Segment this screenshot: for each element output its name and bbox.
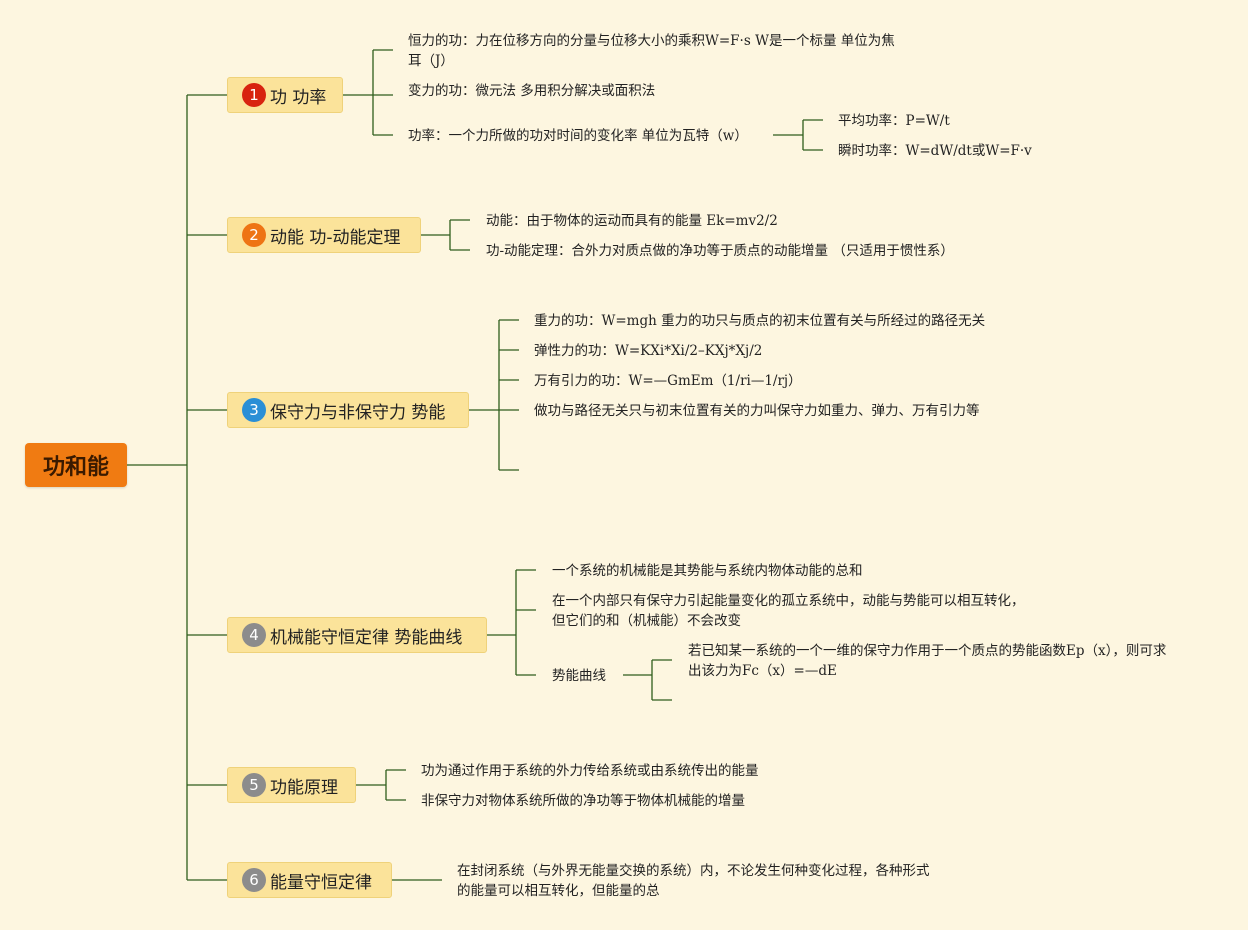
topic-kinetic-energy[interactable]: 2 动能 功-动能定理 (227, 217, 421, 253)
leaf-power[interactable]: 功率：一个力所做的功对时间的变化率 单位为瓦特（w） (408, 126, 748, 146)
leaf-conservative-force-def[interactable]: 做功与路径无关只与初末位置有关的力叫保守力如重力、弹力、万有引力等 (534, 401, 980, 421)
number-badge-4: 4 (242, 623, 266, 647)
leaf-line: 做功与路径无关只与初末位置有关的力叫保守力如重力、弹力、万有引力等 (534, 403, 980, 419)
leaf-potential-curve[interactable]: 势能曲线 (552, 666, 606, 686)
topic-conservative-force[interactable]: 3 保守力与非保守力 势能 (227, 392, 469, 428)
leaf-line: 耳（J） (408, 53, 454, 69)
leaf-line: 恒力的功：力在位移方向的分量与位移大小的乘积W=F·s W是一个标量 单位为焦 (408, 33, 895, 49)
leaf-line: 一个系统的机械能是其势能与系统内物体动能的总和 (552, 563, 863, 579)
leaf-line: 但它们的和（机械能）不会改变 (552, 613, 741, 629)
leaf-line: 瞬时功率：W=dW/dt或W=F·v (838, 143, 1032, 159)
leaf-line: 动能：由于物体的运动而具有的能量 Ek=mv2/2 (486, 213, 778, 229)
number-badge-1: 1 (242, 83, 266, 107)
topic-label: 功能原理 (270, 777, 338, 798)
leaf-line: 出该力为Fc（x）=—dE (688, 663, 837, 679)
leaf-line: 变力的功：微元法 多用积分解决或面积法 (408, 83, 656, 99)
topic-label: 机械能守恒定律 势能曲线 (270, 627, 463, 648)
number-badge-3: 3 (242, 398, 266, 422)
topic-label: 能量守恒定律 (270, 872, 372, 893)
root-node[interactable]: 功和能 (25, 443, 127, 487)
leaf-work-energy-theorem[interactable]: 功-动能定理：合外力对质点做的净功等于质点的动能增量 （只适用于惯性系） (486, 241, 954, 261)
leaf-instant-power[interactable]: 瞬时功率：W=dW/dt或W=F·v (838, 141, 1032, 161)
leaf-potential-function[interactable]: 若已知某一系统的一个一维的保守力作用于一个质点的势能函数Ep（x），则可求 出该… (688, 641, 1166, 681)
leaf-line: 功-动能定理：合外力对质点做的净功等于质点的动能增量 （只适用于惯性系） (486, 243, 954, 259)
number-badge-5: 5 (242, 773, 266, 797)
topic-label: 保守力与非保守力 势能 (270, 402, 446, 423)
leaf-elastic-work[interactable]: 弹性力的功：W=KXi*Xi/2–KXj*Xj/2 (534, 341, 762, 361)
leaf-kinetic-energy[interactable]: 动能：由于物体的运动而具有的能量 Ek=mv2/2 (486, 211, 778, 231)
leaf-line: 功为通过作用于系统的外力传给系统或由系统传出的能量 (421, 763, 759, 779)
leaf-mechanical-energy-def[interactable]: 一个系统的机械能是其势能与系统内物体动能的总和 (552, 561, 863, 581)
number-badge-6: 6 (242, 868, 266, 892)
leaf-variable-force-work[interactable]: 变力的功：微元法 多用积分解决或面积法 (408, 81, 655, 101)
leaf-nonconservative-work[interactable]: 非保守力对物体系统所做的净功等于物体机械能的增量 (421, 791, 745, 811)
leaf-universal-gravity-work[interactable]: 万有引力的功：W=—GmEm（1/ri—1/rj） (534, 371, 802, 391)
topic-energy-conservation[interactable]: 6 能量守恒定律 (227, 862, 392, 898)
leaf-line: 若已知某一系统的一个一维的保守力作用于一个质点的势能函数Ep（x），则可求 (688, 643, 1167, 659)
topic-mechanical-energy[interactable]: 4 机械能守恒定律 势能曲线 (227, 617, 487, 653)
leaf-line: 势能曲线 (552, 668, 606, 684)
leaf-line: 在封闭系统（与外界无能量交换的系统）内，不论发生何种变化过程，各种形式 (457, 863, 930, 879)
leaf-line: 非保守力对物体系统所做的净功等于物体机械能的增量 (421, 793, 745, 809)
leaf-gravity-work[interactable]: 重力的功：W=mgh 重力的功只与质点的初末位置有关与所经过的路径无关 (534, 311, 985, 331)
leaf-line: 在一个内部只有保守力引起能量变化的孤立系统中，动能与势能可以相互转化， (552, 593, 1025, 609)
leaf-line: 功率：一个力所做的功对时间的变化率 单位为瓦特（w） (408, 128, 748, 144)
leaf-line: 平均功率：P=W/t (838, 113, 950, 129)
topic-work-energy-principle[interactable]: 5 功能原理 (227, 767, 356, 803)
leaf-energy-conversion[interactable]: 在一个内部只有保守力引起能量变化的孤立系统中，动能与势能可以相互转化， 但它们的… (552, 591, 1025, 631)
topic-work-power[interactable]: 1 功 功率 (227, 77, 343, 113)
leaf-line: 万有引力的功：W=—GmEm（1/ri—1/rj） (534, 373, 802, 389)
leaf-line: 弹性力的功：W=KXi*Xi/2–KXj*Xj/2 (534, 343, 763, 359)
topic-label: 动能 功-动能定理 (270, 227, 401, 248)
number-badge-2: 2 (242, 223, 266, 247)
leaf-line: 的能量可以相互转化，但能量的总 (457, 883, 660, 899)
leaf-average-power[interactable]: 平均功率：P=W/t (838, 111, 950, 131)
leaf-work-transfer[interactable]: 功为通过作用于系统的外力传给系统或由系统传出的能量 (421, 761, 759, 781)
leaf-energy-conservation-law[interactable]: 在封闭系统（与外界无能量交换的系统）内，不论发生何种变化过程，各种形式 的能量可… (457, 861, 930, 901)
leaf-constant-force-work[interactable]: 恒力的功：力在位移方向的分量与位移大小的乘积W=F·s W是一个标量 单位为焦 … (408, 31, 895, 71)
topic-label: 功 功率 (270, 87, 327, 108)
leaf-line: 重力的功：W=mgh 重力的功只与质点的初末位置有关与所经过的路径无关 (534, 313, 986, 329)
